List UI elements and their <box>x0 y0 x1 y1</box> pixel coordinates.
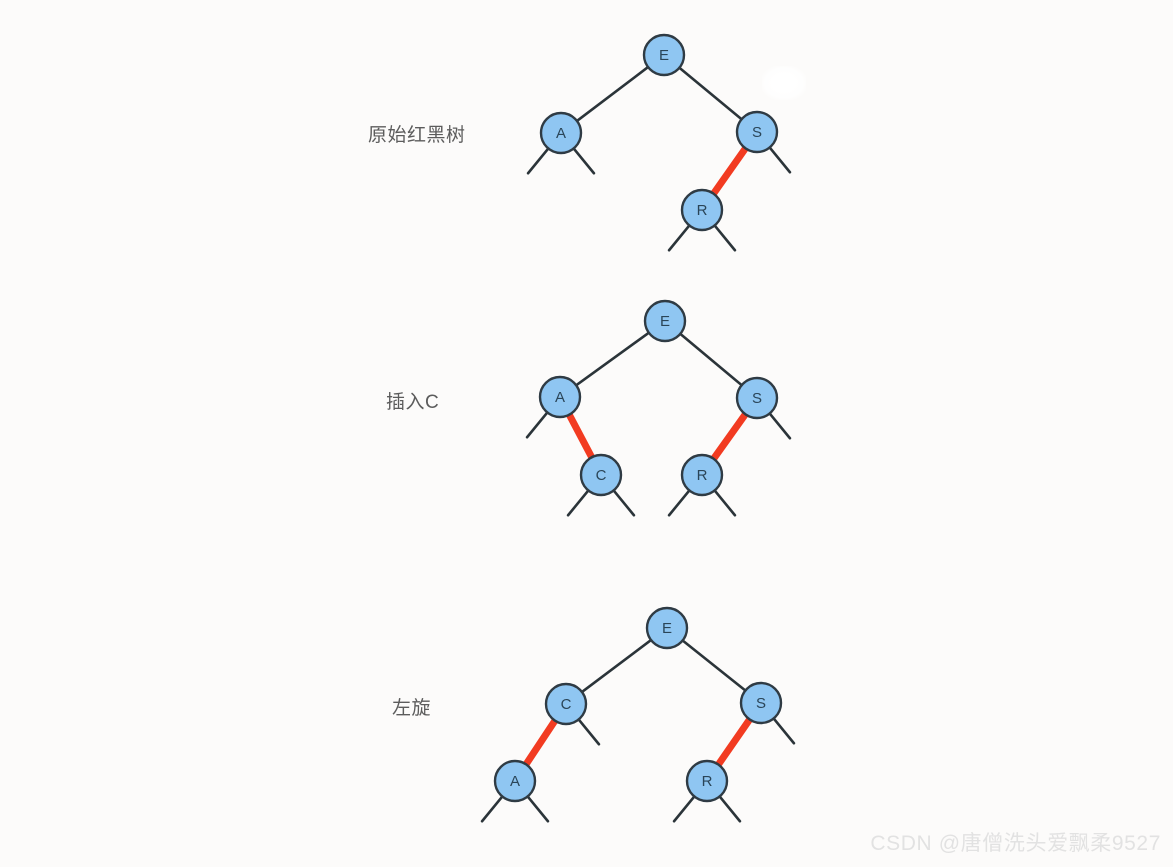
node-circle-E <box>643 299 687 343</box>
node-label-R: R <box>697 202 708 219</box>
node-circle-C <box>579 453 623 497</box>
stage-label-left-rotate: 左旋 <box>392 698 432 719</box>
node-circle-E <box>642 33 686 77</box>
black-edge-E-S <box>677 65 744 122</box>
black-edge-E-A <box>574 330 651 388</box>
tree-node-A: A <box>539 111 583 155</box>
node-circle-A <box>539 111 583 155</box>
node-label-S: S <box>756 695 766 712</box>
node-label-C: C <box>596 467 607 484</box>
node-circle-C <box>544 682 588 726</box>
node-circle-R <box>680 453 724 497</box>
node-circle-S <box>739 681 783 725</box>
node-circle-S <box>735 376 779 420</box>
tree-node-E: E <box>643 299 687 343</box>
null-stub-A-left <box>526 146 551 175</box>
red-edge-S-R <box>709 409 750 464</box>
csdn-watermark: CSDN @唐僧洗头爱飘柔9527 <box>870 832 1161 855</box>
node-label-A: A <box>555 389 565 406</box>
node-circle-S <box>735 110 779 154</box>
null-stub-R-left <box>672 794 697 823</box>
node-label-S: S <box>752 390 762 407</box>
red-edge-S-R <box>714 715 754 769</box>
stage-label-insert-c: 插入C <box>386 392 440 413</box>
black-edge-E-S <box>680 638 748 693</box>
null-stub-A-right <box>525 794 550 823</box>
null-stub-R-right <box>712 223 737 252</box>
black-edge-E-S <box>678 331 744 388</box>
node-label-E: E <box>662 620 672 637</box>
node-circle-A <box>538 375 582 419</box>
node-label-R: R <box>702 773 713 790</box>
node-circle-R <box>685 759 729 803</box>
black-edge-E-C <box>579 638 654 694</box>
null-stub-R-right <box>712 488 737 517</box>
node-label-C: C <box>561 696 572 713</box>
null-stub-A-right <box>571 146 596 175</box>
tree-node-S: S <box>735 110 779 154</box>
tree-node-S: S <box>739 681 783 725</box>
null-stub-A-left <box>525 410 550 439</box>
node-label-A: A <box>556 125 566 142</box>
red-edge-S-R <box>709 144 750 198</box>
tree-node-E: E <box>642 33 686 77</box>
tree-node-S: S <box>735 376 779 420</box>
node-label-E: E <box>659 47 669 64</box>
null-stub-R-right <box>717 794 742 823</box>
black-edge-E-A <box>574 65 651 123</box>
null-stub-C-right <box>576 717 601 746</box>
tree-node-A: A <box>538 375 582 419</box>
null-stub-R-left <box>667 223 692 252</box>
tree-node-C: C <box>544 682 588 726</box>
stage-label-original-tree: 原始红黑树 <box>368 125 466 146</box>
null-stub-S-right <box>767 145 792 174</box>
tree-stage-2: E C S A R <box>480 606 796 823</box>
null-stub-A-left <box>480 794 505 823</box>
node-label-S: S <box>752 124 762 141</box>
node-label-A: A <box>510 773 520 790</box>
null-stub-S-right <box>771 716 796 745</box>
null-stub-C-left <box>566 488 591 517</box>
tree-node-C: C <box>579 453 623 497</box>
tree-node-R: R <box>680 188 724 232</box>
node-circle-R <box>680 188 724 232</box>
tree-node-R: R <box>685 759 729 803</box>
null-stub-C-right <box>611 488 636 517</box>
null-stub-S-right <box>767 411 792 440</box>
red-edge-A-C <box>565 410 596 462</box>
node-circle-E <box>645 606 689 650</box>
tree-stage-1: E A S C R <box>525 299 792 517</box>
tree-node-R: R <box>680 453 724 497</box>
null-stub-R-left <box>667 488 692 517</box>
tree-node-E: E <box>645 606 689 650</box>
node-label-E: E <box>660 313 670 330</box>
tree-stage-0: E A S R <box>526 33 792 252</box>
red-edge-C-A <box>521 716 560 769</box>
tree-node-A: A <box>493 759 537 803</box>
node-label-R: R <box>697 467 708 484</box>
node-circle-A <box>493 759 537 803</box>
